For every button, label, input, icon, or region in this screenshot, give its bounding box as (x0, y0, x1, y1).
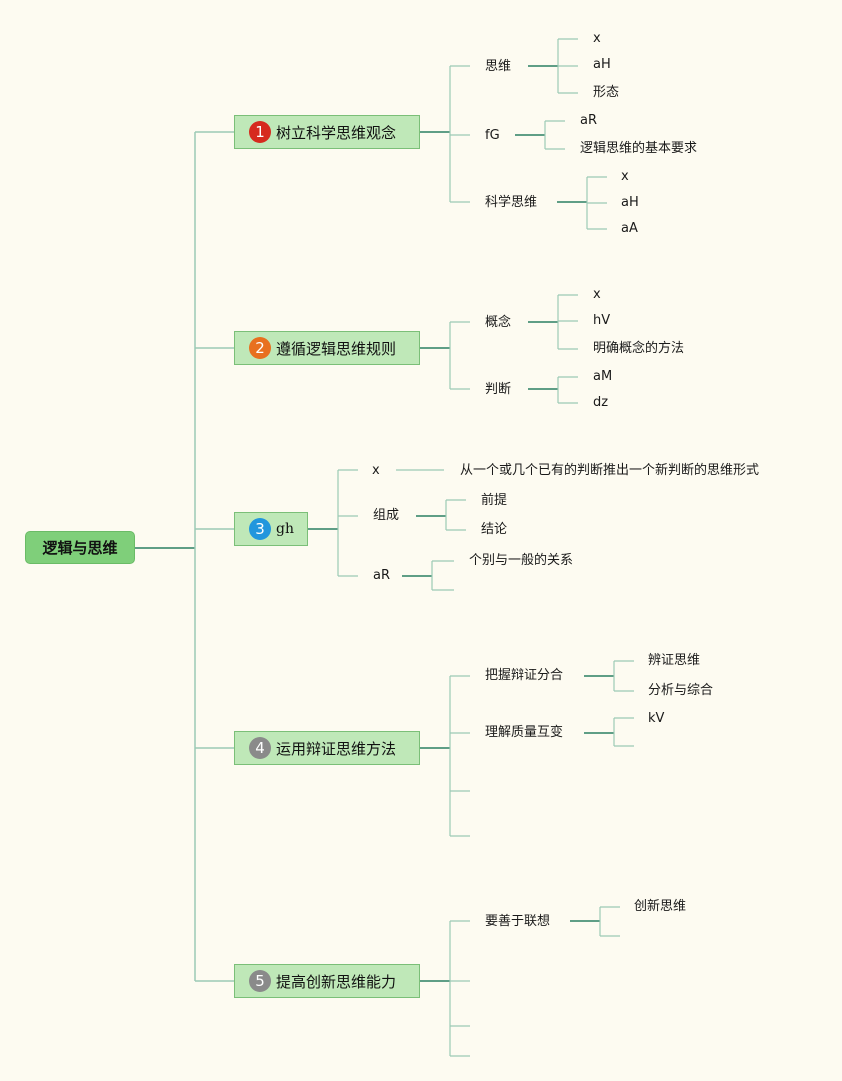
topic-5-node[interactable]: 5 提高创新思维能力 (234, 964, 420, 998)
topic-1-sub-3-leaf-1[interactable]: x (621, 169, 629, 184)
topic-1-sub-3[interactable]: 科学思维 (485, 195, 538, 210)
topic-2-label: 遵循逻辑思维规则 (276, 339, 397, 358)
topic-2-node[interactable]: 2 遵循逻辑思维规则 (234, 331, 420, 365)
topic-1-label: 树立科学思维观念 (276, 123, 397, 142)
topic-2-sub-1-leaf-2[interactable]: hV (593, 313, 611, 328)
topic-2-sub-1-leaf-1[interactable]: x (593, 287, 601, 302)
topic-2-sub-2[interactable]: 判断 (485, 382, 512, 397)
topic-3-sub-2[interactable]: 组成 (373, 508, 400, 523)
topic-2-sub-2-leaf-2[interactable]: dz (593, 395, 609, 410)
topic-1-sub-2-leaf-1[interactable]: aR (580, 113, 597, 128)
topic-3-sub-1-leaf-1[interactable]: 从一个或几个已有的判断推出一个新判断的思维形式 (460, 463, 760, 478)
topic-3-label: gh (276, 521, 294, 537)
topic-1-sub-3-leaf-2[interactable]: aH (621, 195, 639, 210)
topic-1-sub-1-leaf-3[interactable]: 形态 (593, 85, 620, 100)
topic-1-sub-2-leaf-2[interactable]: 逻辑思维的基本要求 (580, 141, 698, 156)
topic-5-sub-1-leaf-1[interactable]: 创新思维 (634, 899, 687, 914)
topic-2-sub-1[interactable]: 概念 (485, 315, 512, 330)
number-1-icon: 1 (249, 121, 271, 143)
number-4-icon: 4 (249, 737, 271, 759)
topic-4-label: 运用辩证思维方法 (276, 739, 397, 758)
topic-4-sub-2[interactable]: 理解质量互变 (485, 725, 564, 740)
topic-1-sub-1[interactable]: 思维 (485, 59, 512, 74)
topic-2-sub-2-leaf-1[interactable]: aM (593, 369, 613, 384)
topic-1-sub-3-leaf-3[interactable]: aA (621, 221, 638, 236)
topic-4-sub-1-leaf-2[interactable]: 分析与综合 (648, 683, 714, 698)
topic-4-node[interactable]: 4 运用辩证思维方法 (234, 731, 420, 765)
topic-1-sub-1-leaf-1[interactable]: x (593, 31, 601, 46)
number-3-icon: 3 (249, 518, 271, 540)
topic-3-sub-3-leaf-1[interactable]: 个别与一般的关系 (469, 553, 574, 568)
topic-1-node[interactable]: 1 树立科学思维观念 (234, 115, 420, 149)
topic-1-sub-2[interactable]: fG (485, 128, 500, 143)
topic-2-sub-1-leaf-3[interactable]: 明确概念的方法 (593, 341, 685, 356)
topic-3-sub-1[interactable]: x (372, 463, 380, 478)
topic-4-sub-2-leaf-1[interactable]: kV (648, 711, 665, 726)
topic-5-label: 提高创新思维能力 (276, 972, 397, 991)
topic-3-sub-3[interactable]: aR (373, 568, 390, 583)
topic-3-sub-2-leaf-1[interactable]: 前提 (481, 493, 508, 508)
topic-5-sub-1[interactable]: 要善于联想 (485, 914, 551, 929)
topic-1-sub-1-leaf-2[interactable]: aH (593, 57, 611, 72)
number-2-icon: 2 (249, 337, 271, 359)
number-5-icon: 5 (249, 970, 271, 992)
topic-3-node[interactable]: 3 gh (234, 512, 308, 546)
topic-4-sub-1-leaf-1[interactable]: 辨证思维 (648, 653, 701, 668)
topic-3-sub-2-leaf-2[interactable]: 结论 (481, 522, 508, 537)
root-node[interactable]: 逻辑与思维 (25, 531, 135, 564)
topic-4-sub-1[interactable]: 把握辩证分合 (485, 668, 564, 683)
